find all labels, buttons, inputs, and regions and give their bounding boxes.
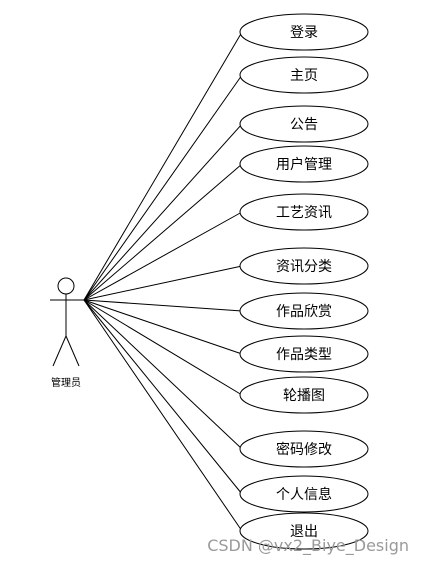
use-case: 登录 bbox=[239, 13, 369, 51]
use-case-ellipse bbox=[239, 193, 369, 231]
association-line bbox=[83, 74, 243, 301]
actor-label: 管理员 bbox=[51, 376, 81, 389]
actor-right-leg bbox=[65, 335, 80, 367]
association-line bbox=[83, 265, 243, 301]
use-case-ellipse bbox=[239, 56, 369, 94]
use-case-ellipse bbox=[239, 430, 369, 468]
use-case-label: 密码修改 bbox=[276, 441, 332, 458]
use-case-label: 个人信息 bbox=[276, 486, 332, 503]
association-line bbox=[83, 299, 243, 396]
use-case: 主页 bbox=[239, 56, 369, 94]
use-case: 资讯分类 bbox=[239, 247, 369, 285]
use-case-ellipse bbox=[239, 512, 369, 550]
use-case-label: 作品类型 bbox=[276, 347, 332, 363]
association-line bbox=[83, 299, 243, 355]
use-case: 密码修改 bbox=[239, 430, 369, 468]
association-line bbox=[83, 299, 243, 450]
association-line bbox=[83, 123, 243, 301]
use-case: 个人信息 bbox=[239, 475, 369, 513]
use-case-label: 资讯分类 bbox=[276, 259, 332, 275]
use-case-label: 作品欣赏 bbox=[276, 304, 332, 320]
association-line bbox=[83, 299, 243, 495]
association-line bbox=[83, 163, 243, 301]
association-line bbox=[83, 299, 243, 312]
actor-figure: 管理员 bbox=[50, 277, 84, 389]
use-case-ellipse bbox=[239, 292, 369, 330]
association-line bbox=[83, 211, 243, 301]
association-line bbox=[83, 299, 243, 532]
actor-left-leg bbox=[52, 335, 67, 367]
use-case-label: 工艺资讯 bbox=[276, 205, 332, 221]
use-case-ellipse bbox=[239, 247, 369, 285]
use-case-ellipse bbox=[239, 335, 369, 373]
use-case: 作品类型 bbox=[239, 335, 369, 373]
use-case-label: 退出 bbox=[290, 524, 318, 540]
use-case: 公告 bbox=[239, 105, 369, 143]
use-case-label: 登录 bbox=[290, 25, 318, 41]
use-case-label: 用户管理 bbox=[276, 156, 332, 173]
use-case: 轮播图 bbox=[239, 376, 369, 414]
use-case: 作品欣赏 bbox=[239, 292, 369, 330]
use-case-label: 轮播图 bbox=[283, 388, 325, 404]
use-case-ellipse bbox=[239, 145, 369, 183]
association-lines bbox=[83, 31, 243, 532]
use-case: 用户管理 bbox=[239, 145, 369, 183]
use-case: 退出 bbox=[239, 512, 369, 550]
use-case-label: 公告 bbox=[290, 117, 318, 133]
use-case: 工艺资讯 bbox=[239, 193, 369, 231]
use-case-label: 主页 bbox=[290, 68, 318, 84]
use-case-ellipse bbox=[239, 376, 369, 414]
watermark: CSDN @vx2_Biye_Design bbox=[207, 536, 409, 556]
actor-head bbox=[57, 277, 75, 295]
association-line bbox=[83, 31, 243, 301]
use-case-ellipse bbox=[239, 475, 369, 513]
use-case-ellipse bbox=[239, 13, 369, 51]
use-case-ellipse bbox=[239, 105, 369, 143]
